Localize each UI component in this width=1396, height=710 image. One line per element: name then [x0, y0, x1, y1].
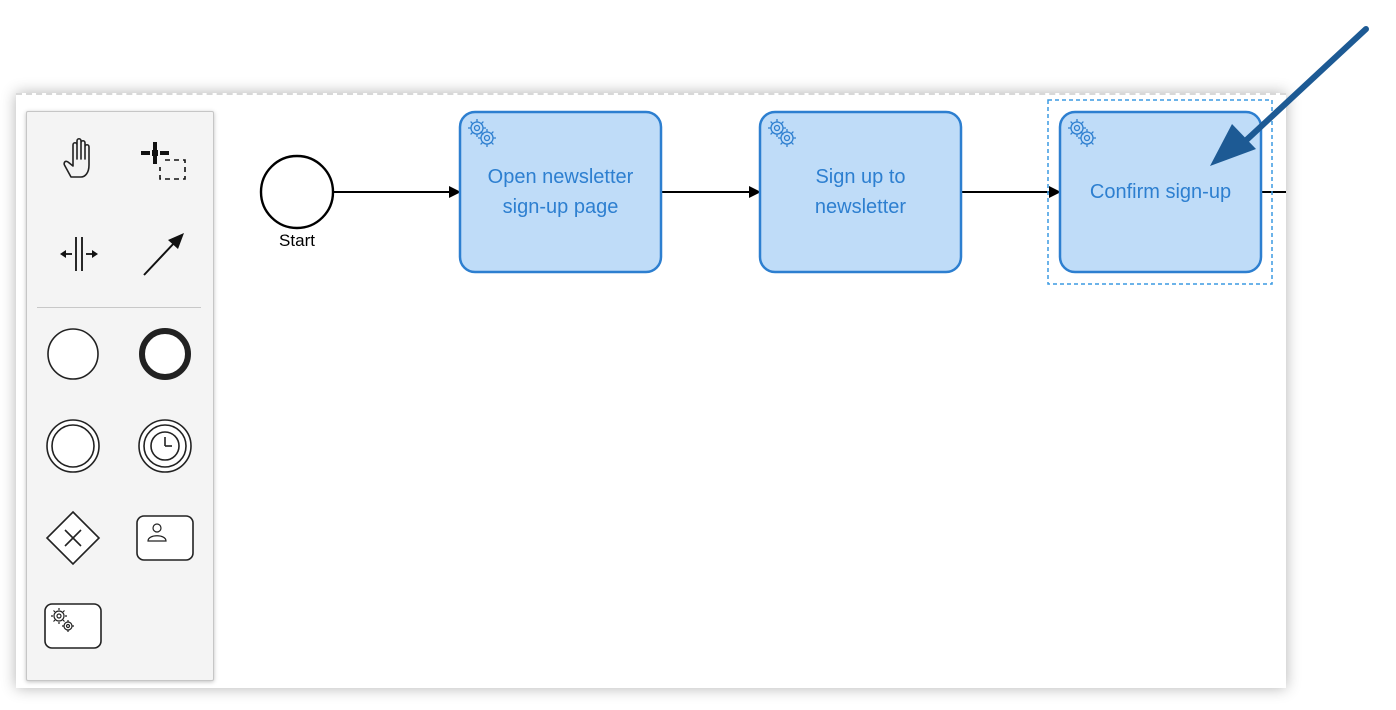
timer-event-tool[interactable]	[135, 416, 195, 476]
start-event-label: Start	[279, 231, 315, 250]
tool-palette	[26, 111, 214, 681]
end-event-icon	[139, 328, 191, 380]
task-confirm-sign-up[interactable]	[1058, 110, 1263, 274]
end-event-tool[interactable]	[135, 324, 195, 384]
service-task-tool[interactable]	[43, 596, 103, 656]
lasso-tool[interactable]	[133, 128, 193, 188]
modeler-canvas[interactable]: Start Open newsletter sign-up page Sign …	[16, 93, 1286, 688]
timer-event-icon	[138, 419, 192, 473]
lasso-select-icon	[141, 142, 186, 180]
connect-tool[interactable]	[133, 224, 193, 284]
service-task-icon	[44, 603, 102, 649]
task-sign-up[interactable]	[758, 110, 963, 274]
intermediate-event-icon	[46, 419, 100, 473]
task-open-newsletter[interactable]	[458, 110, 663, 274]
user-task-icon	[136, 515, 194, 561]
selection-box	[1047, 99, 1273, 285]
hand-tool[interactable]	[49, 128, 109, 188]
connect-arrow-icon	[143, 233, 184, 276]
user-task-tool[interactable]	[135, 508, 195, 568]
palette-separator	[37, 307, 201, 308]
start-event-tool[interactable]	[43, 324, 103, 384]
callout-arrow	[1237, 26, 1369, 149]
exclusive-gateway-icon	[45, 510, 101, 566]
gateway-tool[interactable]	[43, 508, 103, 568]
start-event-icon	[47, 328, 99, 380]
hand-icon	[63, 137, 90, 178]
process-diagram	[259, 99, 1286, 285]
space-icon	[60, 237, 98, 271]
intermediate-event-tool[interactable]	[43, 416, 103, 476]
space-tool[interactable]	[49, 224, 109, 284]
callout-arrowhead	[1210, 124, 1256, 166]
